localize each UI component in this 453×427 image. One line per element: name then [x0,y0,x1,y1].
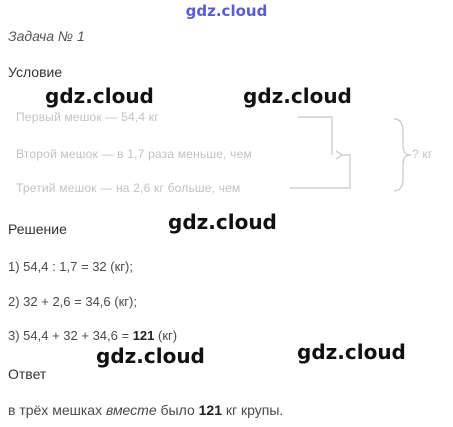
answer-value: 121 [198,402,222,418]
step-2-expr: 2) 32 + 2,6 = 34,6 (кг); [8,294,137,309]
step-1-expr: 1) 54,4 : 1,7 = 32 (кг); [8,259,133,274]
answer-middle: было [156,402,199,418]
answer-emphasis: вместе [105,402,157,418]
task-title: Задача № 1 [8,28,85,44]
answer-heading: Ответ [8,366,47,382]
solution-step-3: 3) 54,4 + 32 + 34,6 = 121 (кг) [8,328,177,343]
watermark-2: gdz.cloud [243,84,352,108]
condition-line-2: Второй мешок — в 1,7 раза меньше, чем [16,147,252,161]
step-3-unit: (кг) [154,328,178,343]
watermark-1: gdz.cloud [45,84,154,108]
watermark-3: gdz.cloud [168,210,277,234]
condition-line-3: Третий мешок — на 2,6 кг больше, чем [16,181,241,195]
bracket-first-to-second [298,116,333,155]
answer-after: кг крупы. [221,402,284,418]
step-3-result: 121 [132,328,155,343]
total-label: ? кг [412,147,433,161]
solution-step-2: 2) 32 + 2,6 = 34,6 (кг); [8,294,137,309]
solution-heading: Решение [8,221,67,237]
bracket-third-to-second [290,154,351,189]
condition-line-1: Первый мешок — 54,4 кг [16,110,159,124]
total-brace [393,118,412,192]
answer-text: в трёх мешках вместе было 121 кг крупы. [8,402,283,418]
site-header[interactable]: gdz.cloud [185,2,268,20]
watermark-4: gdz.cloud [96,344,205,368]
answer-before: в трёх мешках [8,402,106,418]
solution-step-1: 1) 54,4 : 1,7 = 32 (кг); [8,259,133,274]
step-3-expr: 3) 54,4 + 32 + 34,6 = [8,328,133,343]
condition-heading: Условие [8,64,63,80]
watermark-5: gdz.cloud [297,340,406,364]
arrow-head [335,150,344,160]
